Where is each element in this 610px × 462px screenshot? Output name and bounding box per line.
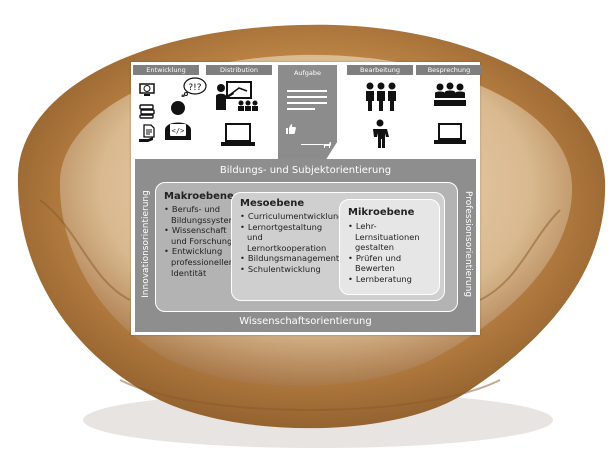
list-item: Schulentwicklung	[240, 264, 340, 275]
laptop-icon	[221, 123, 255, 146]
process-panel: Entwicklung Distribution Bearbeitung Bes…	[131, 62, 482, 335]
makro-list: Berufs- und Bildungssystem Wissenschaft …	[164, 204, 237, 278]
list-item: Lernortgestaltung und Lernortkooperation	[240, 222, 340, 254]
orientation-frame: Bildungs- und Subjektorientierung Innova…	[135, 159, 476, 332]
list-item: Lernberatung	[348, 274, 438, 285]
stage-label-aufgabe: Aufgabe	[293, 69, 322, 77]
list-item: Berufs- und Bildungssystem	[164, 204, 237, 225]
stage-label-entwicklung: Entwicklung	[133, 65, 199, 75]
list-item: Lehr-Lernsituationen gestalten	[348, 221, 438, 253]
dog-icon	[323, 142, 331, 148]
single-person-icon	[373, 119, 389, 148]
list-item: Wissenschaft und Forschung	[164, 225, 234, 246]
outer-right-label: Professionsorientierung	[463, 190, 473, 298]
list-item: Curriculumentwicklung	[240, 211, 344, 222]
stage-label-bearbeitung: Bearbeitung	[347, 65, 413, 75]
meeting-icon	[434, 82, 466, 106]
developer-icon: </>	[165, 101, 191, 140]
list-item: Bildungsmanagement	[240, 253, 340, 264]
meso-list: Curriculumentwicklung Lernortgestaltung …	[240, 211, 344, 275]
mikro-list: Lehr-Lernsituationen gestalten Prüfen un…	[348, 221, 438, 285]
stage-label-besprechung: Besprechung	[416, 65, 482, 75]
globe-monitor-icon	[139, 83, 155, 96]
outer-top-label: Bildungs- und Subjektorientierung	[219, 165, 392, 176]
shell-rim-texture	[39, 199, 561, 411]
question-bubble-icon: ?!?	[181, 77, 207, 97]
stage-label-distribution: Distribution	[206, 65, 272, 75]
books-icon	[139, 104, 155, 119]
makro-title: Makroebene	[164, 191, 234, 202]
task-card: Aufgabe	[278, 65, 337, 159]
meso-title: Mesoebene	[240, 198, 305, 209]
signature-line	[301, 144, 323, 145]
mikro-title: Mikroebene	[348, 207, 415, 218]
list-item: Prüfen und Bewerten	[348, 253, 438, 274]
outer-bottom-label: Wissenschaftsorientierung	[239, 316, 372, 327]
group-people-icon	[366, 82, 396, 111]
thumbs-up-icon	[286, 124, 296, 134]
laptop-icon	[434, 123, 466, 144]
outer-left-label: Innovationsorientierung	[141, 190, 151, 298]
presentation-icon	[216, 81, 258, 111]
svg-text:</>: </>	[172, 127, 185, 135]
document-hand-icon	[139, 124, 155, 142]
list-item: Entwicklung professioneller Identität	[164, 246, 234, 278]
mikro-box: Mikroebene Lehr-Lernsituationen gestalte…	[339, 199, 440, 295]
svg-text:?!?: ?!?	[188, 83, 201, 93]
